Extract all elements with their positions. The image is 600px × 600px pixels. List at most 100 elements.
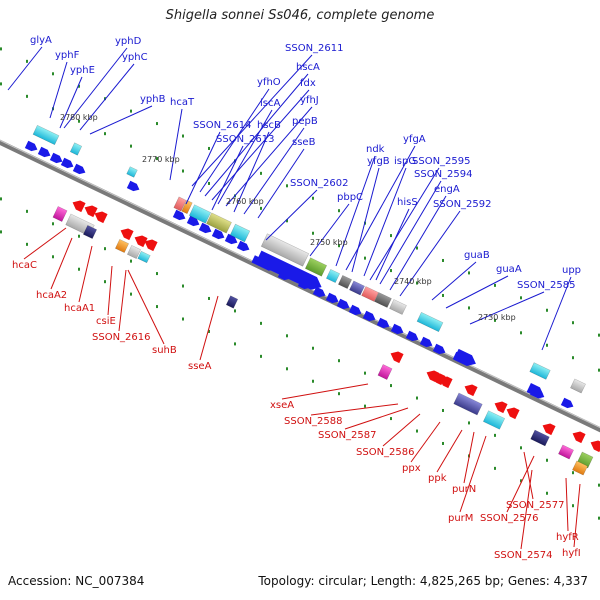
sequence-dot [468, 271, 470, 275]
kbp-tick-label: 2760 kbp [226, 197, 264, 206]
kbp-tick-label: 2780 kbp [60, 113, 98, 122]
forward-gene-block [570, 378, 586, 394]
forward-gene-label: glyA [30, 35, 52, 46]
forward-gene-label: SSON_2614 [193, 120, 252, 131]
sequence-dot [598, 333, 600, 337]
sequence-dot [156, 157, 158, 161]
forward-label-leader [7, 46, 43, 91]
sequence-dot [390, 384, 392, 388]
sequence-dot [182, 169, 184, 173]
reverse-gene-label: SSON_2616 [92, 332, 151, 343]
forward-gene-block [304, 257, 328, 277]
reverse-gene-label: SSON_2588 [284, 416, 343, 427]
sequence-dot [546, 491, 548, 495]
reverse-gene-arrow [439, 376, 453, 389]
sequence-dot [364, 371, 366, 375]
sequence-dot [208, 181, 210, 185]
forward-gene-block [361, 286, 379, 302]
sequence-dot [494, 283, 496, 287]
reverse-gene-block [82, 224, 98, 240]
kbp-tick-label: 2750 kbp [310, 238, 348, 247]
forward-gene-block [337, 274, 353, 290]
forward-gene-label: engA [434, 184, 460, 195]
forward-gene-label: yphB [140, 94, 166, 105]
reverse-gene-arrow [542, 423, 556, 436]
forward-gene-label: SSON_2613 [216, 134, 275, 145]
forward-gene-label: yfhO [257, 77, 281, 88]
forward-gene-arrow [60, 157, 74, 169]
reverse-gene-block [558, 444, 574, 460]
forward-label-leader [225, 106, 313, 207]
forward-gene-label: upp [562, 265, 581, 276]
sequence-dot [260, 206, 262, 210]
reverse-gene-block [453, 392, 483, 416]
forward-gene-label: SSON_2594 [414, 169, 473, 180]
sequence-dot [572, 471, 574, 475]
forward-gene-arrow [336, 298, 350, 310]
forward-gene-arrow [24, 140, 38, 152]
forward-label-leader [233, 131, 270, 213]
reverse-gene-label: hyfR [556, 532, 579, 543]
sequence-dot [312, 231, 314, 235]
forward-gene-label: yphE [70, 65, 95, 76]
forward-gene-arrow [560, 397, 574, 409]
genome-title: Shigella sonnei Ss046, complete genome [165, 8, 435, 23]
sequence-dot [520, 331, 522, 335]
sequence-dot [156, 305, 158, 309]
sequence-dot [442, 441, 444, 445]
forward-label-leader [445, 275, 509, 309]
forward-gene-arrow [126, 180, 140, 192]
forward-gene-block [173, 196, 187, 212]
sequence-dot [390, 269, 392, 273]
sequence-dot [494, 433, 496, 437]
forward-gene-arrow [453, 348, 476, 367]
reverse-gene-block [530, 429, 550, 447]
sequence-dot [78, 119, 80, 123]
sequence-dot [312, 346, 314, 350]
reverse-label-leader [118, 269, 127, 332]
forward-gene-arrow [198, 222, 212, 234]
sequence-dot [26, 242, 28, 246]
forward-label-leader [89, 105, 153, 135]
reverse-gene-arrow [464, 384, 478, 397]
forward-label-leader [309, 203, 350, 257]
sequence-dot [52, 72, 54, 76]
reverse-gene-label: sseA [188, 361, 212, 372]
forward-gene-label: SSON_2611 [285, 43, 344, 54]
sequence-dot [286, 367, 288, 371]
sequence-dot [286, 184, 288, 188]
genome-summary-text: Topology: circular; Length: 4,825,265 bp… [258, 574, 588, 588]
sequence-dot [78, 84, 80, 88]
sequence-dot [338, 359, 340, 363]
sequence-dot [416, 281, 418, 285]
forward-gene-label: SSON_2602 [290, 178, 349, 189]
sequence-dot [468, 421, 470, 425]
forward-gene-arrow [72, 163, 86, 175]
reverse-gene-block [482, 410, 506, 430]
reverse-gene-label: ppk [428, 473, 447, 484]
sequence-dot [208, 296, 210, 300]
forward-gene-arrow [49, 152, 63, 164]
reverse-gene-arrow [572, 431, 586, 444]
reverse-gene-label: hcaA2 [36, 290, 67, 301]
forward-gene-block [374, 292, 392, 308]
forward-label-leader [257, 148, 305, 219]
sequence-dot [234, 342, 236, 346]
forward-gene-arrow [526, 383, 544, 397]
sequence-dot [416, 396, 418, 400]
sequence-dot [52, 255, 54, 259]
reverse-gene-block [114, 238, 130, 254]
sequence-dot [598, 368, 600, 372]
sequence-dot [0, 197, 2, 201]
reverse-gene-block [126, 244, 142, 260]
forward-gene-label: iscA [260, 98, 280, 109]
forward-gene-label: hcaT [170, 97, 195, 108]
forward-label-leader [363, 167, 407, 277]
reverse-gene-label: SSON_2576 [480, 513, 539, 524]
forward-gene-label: ispG [394, 156, 416, 167]
forward-gene-label: fdx [300, 78, 316, 89]
forward-gene-arrow [432, 343, 446, 355]
sequence-dot [286, 334, 288, 338]
reverse-gene-label: SSON_2574 [494, 550, 553, 561]
